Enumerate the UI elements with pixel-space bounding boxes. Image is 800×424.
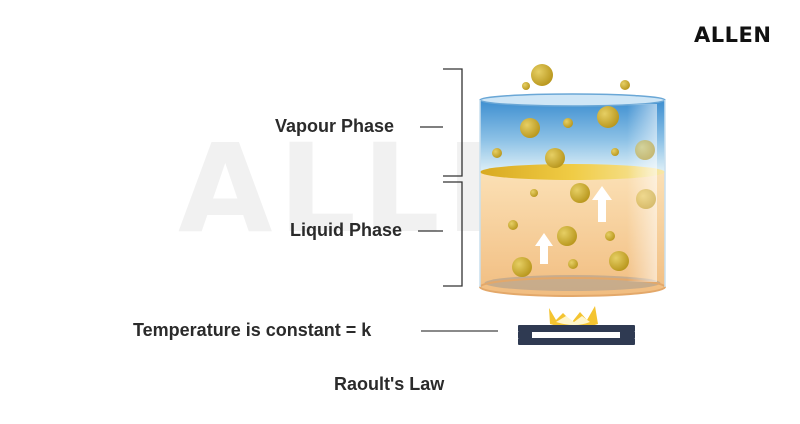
allen-logo: ALLEN [694,23,772,47]
burner-top [518,325,635,332]
burner-base [518,338,635,345]
molecule [609,251,629,271]
molecule [512,257,532,277]
molecules [492,64,656,277]
molecule [636,189,656,209]
vapour-phase-label: Vapour Phase [275,116,395,136]
temperature-label: Temperature is constant = k [133,320,372,340]
molecule [531,64,553,86]
up-arrow-icon [535,233,553,264]
molecule [605,231,615,241]
diagram-title: Raoult's Law [334,374,445,394]
molecule [508,220,518,230]
molecule [545,148,565,168]
molecule [620,80,630,90]
molecule [530,189,538,197]
evaporation-arrows [535,186,612,264]
liquid-bracket [418,181,463,287]
molecule [557,226,577,246]
liquid-surface [480,164,665,180]
molecule [522,82,530,90]
molecule [611,148,619,156]
molecule [492,148,502,158]
up-arrow-icon [592,186,612,222]
molecule [597,106,619,128]
burner [518,306,635,345]
molecule [520,118,540,138]
molecule [563,118,573,128]
molecule [635,140,655,160]
vapour-bracket [420,68,463,177]
molecule [570,183,590,203]
molecule [568,259,578,269]
liquid-phase-label: Liquid Phase [290,220,403,240]
